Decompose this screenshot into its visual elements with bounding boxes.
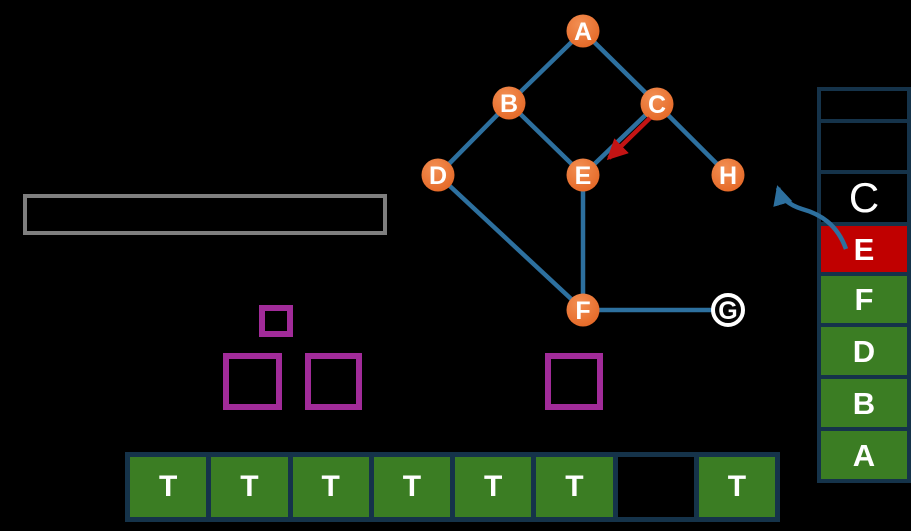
- placeholder-square-3: [545, 353, 603, 410]
- graph-node-e: E: [566, 158, 600, 192]
- stack-cell-d: D: [821, 323, 907, 375]
- placeholder-square-2: [305, 353, 362, 410]
- visited-cell: T: [693, 457, 775, 517]
- graph-nodes: A B C D E H F: [421, 14, 745, 327]
- visited-cell: T: [531, 457, 613, 517]
- node-b-label: B: [500, 90, 518, 118]
- node-a-label: A: [574, 18, 592, 46]
- graph-node-g-unvisited: G: [711, 293, 745, 327]
- graph-node-f: F: [566, 293, 600, 327]
- visited-cell: T: [450, 457, 532, 517]
- graph-node-h: H: [711, 158, 745, 192]
- node-d-label: D: [429, 162, 447, 190]
- graph-node-a: A: [566, 14, 600, 48]
- stack-cell-f: F: [821, 272, 907, 323]
- graph-node-c: C: [640, 87, 674, 121]
- node-h-label: H: [719, 162, 737, 190]
- placeholder-square-small: [259, 305, 293, 337]
- edge-a-c: [581, 29, 659, 106]
- edge-b-d: [436, 101, 511, 177]
- graph-node-d: D: [421, 158, 455, 192]
- dfs-stack: C E F D B A: [817, 87, 911, 483]
- visited-cell: T: [130, 457, 207, 517]
- graph-edges: [436, 29, 730, 313]
- edge-a-b: [507, 29, 585, 105]
- stack-cell-b: B: [821, 375, 907, 427]
- stack-cell-a: A: [821, 427, 907, 479]
- stack-cell-c: C: [821, 170, 907, 222]
- visited-cell: T: [206, 457, 288, 517]
- node-f-label: F: [575, 297, 590, 325]
- visited-cell-empty: [612, 457, 694, 517]
- placeholder-square-1: [223, 353, 282, 410]
- visited-array: T T T T T T T: [125, 452, 780, 522]
- node-g-label: G: [718, 297, 737, 325]
- graph-node-b: B: [492, 86, 526, 120]
- node-e-label: E: [575, 162, 592, 190]
- stack-cell-empty: [821, 119, 907, 170]
- empty-callout-box: [23, 194, 387, 235]
- edge-c-h: [655, 102, 730, 177]
- node-c-label: C: [648, 91, 666, 119]
- edge-d-f: [436, 173, 585, 312]
- visit-arrow-c-to-e: [606, 116, 652, 161]
- visited-cell: T: [368, 457, 450, 517]
- pop-arrow: [773, 185, 849, 250]
- edge-b-e: [507, 101, 585, 177]
- visited-cell: T: [287, 457, 369, 517]
